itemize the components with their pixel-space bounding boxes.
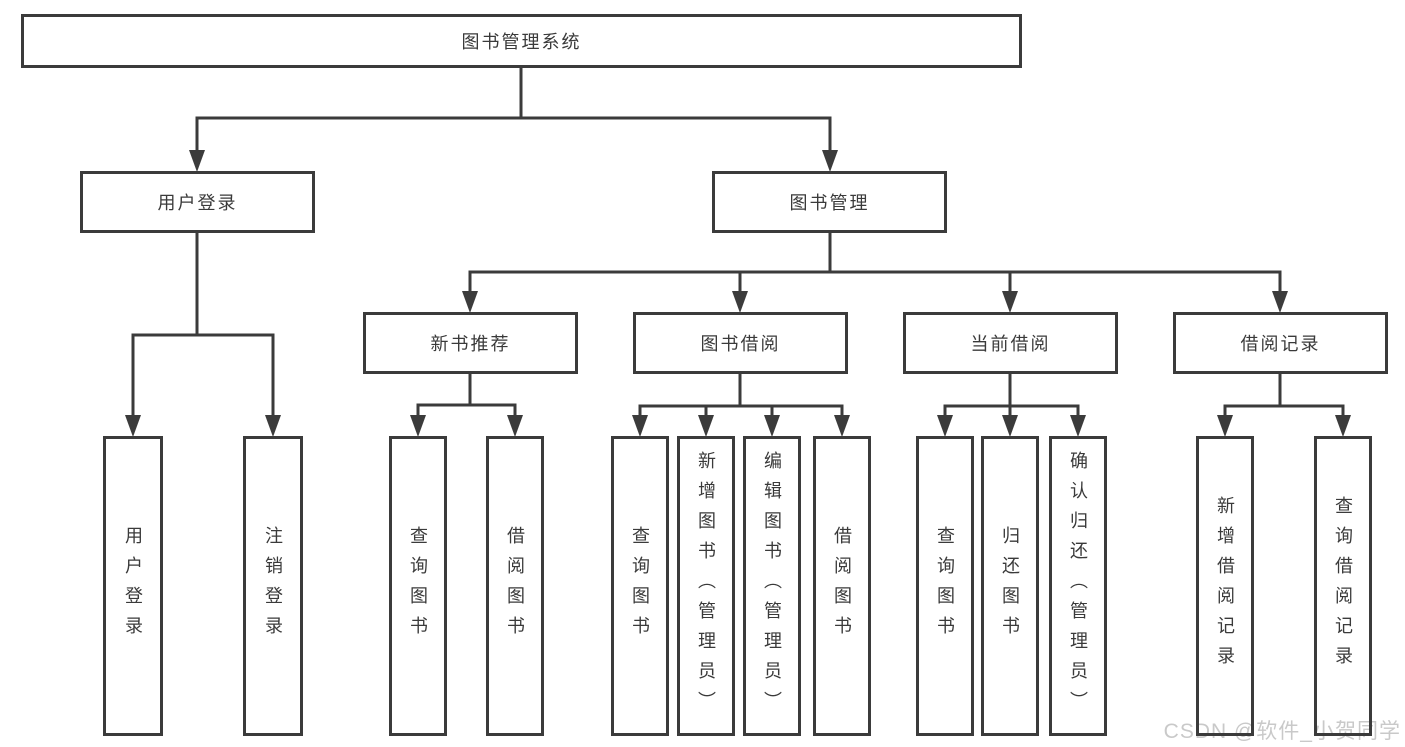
connector-root-to-level2: [195, 64, 832, 152]
node-leaf-query-borrow-record: 查询借阅记录: [1314, 436, 1372, 736]
node-leaf-edit-books-admin: 编辑图书（管理员）: [743, 436, 801, 736]
node-user-login: 用户登录: [80, 171, 315, 233]
node-leaf-borrow-books-recommend: 借阅图书: [486, 436, 544, 736]
arrow-down-icon: [462, 291, 478, 313]
connector-borrow-record-to-leaves: [1223, 372, 1345, 417]
arrow-down-icon: [834, 415, 850, 437]
arrow-down-icon: [1217, 415, 1233, 437]
node-leaf-borrow-books: 借阅图书: [813, 436, 871, 736]
arrow-down-icon: [189, 150, 205, 172]
node-leaf-confirm-return-admin: 确认归还（管理员）: [1049, 436, 1107, 736]
node-book-borrowing: 图书借阅: [633, 312, 848, 374]
node-book-management: 图书管理: [712, 171, 947, 233]
node-leaf-return-books: 归还图书: [981, 436, 1039, 736]
node-leaf-add-borrow-record: 新增借阅记录: [1196, 436, 1254, 736]
node-leaf-user-login: 用户登录: [103, 436, 163, 736]
node-leaf-logout: 注销登录: [243, 436, 303, 736]
arrow-down-icon: [1070, 415, 1086, 437]
arrow-down-icon: [1002, 415, 1018, 437]
arrow-down-icon: [410, 415, 426, 437]
arrow-down-icon: [507, 415, 523, 437]
arrow-down-icon: [632, 415, 648, 437]
node-leaf-query-books-recommend: 查询图书: [389, 436, 447, 736]
arrowheads: [125, 150, 1351, 437]
node-new-book-recommendation: 新书推荐: [363, 312, 578, 374]
arrow-down-icon: [822, 150, 838, 172]
connector-new-book-to-leaves: [416, 372, 517, 417]
arrow-down-icon: [732, 291, 748, 313]
connector-book-borrow-to-leaves: [638, 372, 844, 417]
arrow-down-icon: [1272, 291, 1288, 313]
arrow-down-icon: [1335, 415, 1351, 437]
node-library-management-system: 图书管理系统: [21, 14, 1022, 68]
node-leaf-query-books-current: 查询图书: [916, 436, 974, 736]
arrow-down-icon: [1002, 291, 1018, 313]
arrow-down-icon: [125, 415, 141, 437]
arrow-down-icon: [764, 415, 780, 437]
connector-book-mgmt-to-level3: [468, 232, 1282, 293]
csdn-watermark: CSDN @软件_小贺同学: [1163, 720, 1401, 743]
arrow-down-icon: [265, 415, 281, 437]
connector-current-borrow-to-leaves: [943, 372, 1080, 417]
node-current-borrowing: 当前借阅: [903, 312, 1118, 374]
node-leaf-query-books-borrow: 查询图书: [611, 436, 669, 736]
node-borrowing-records: 借阅记录: [1173, 312, 1388, 374]
connector-user-login-to-leaves: [131, 232, 275, 417]
arrow-down-icon: [937, 415, 953, 437]
node-leaf-add-books-admin: 新增图书（管理员）: [677, 436, 735, 736]
connector-paths: [131, 64, 1345, 417]
arrow-down-icon: [698, 415, 714, 437]
